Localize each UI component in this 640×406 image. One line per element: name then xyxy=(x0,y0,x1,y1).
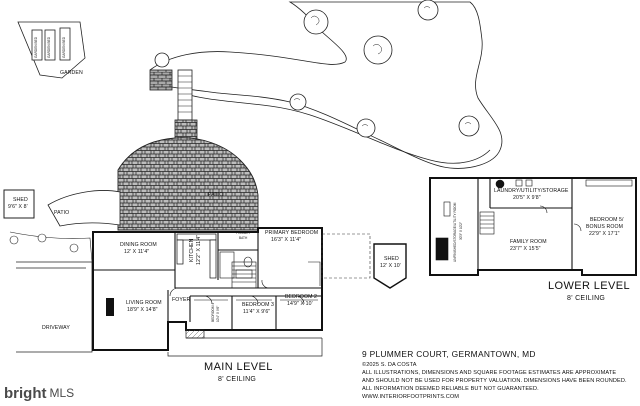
main-level-ceiling: 8' CEILING xyxy=(218,376,257,383)
copyright-line: ©2025 S. DA COSTA xyxy=(362,362,417,368)
lower-level-interior xyxy=(477,178,573,270)
shrub-icon xyxy=(9,233,79,253)
room-primary-bed-name: PRIMARY BEDROOM xyxy=(265,230,319,236)
garden-bed-label: GARDEN BED xyxy=(34,36,38,58)
right-shed xyxy=(373,243,407,289)
stone-patio xyxy=(117,137,259,231)
room-primary-bed-size: 16'3" X 11'4" xyxy=(271,237,302,243)
watermark-text: bright xyxy=(4,384,47,402)
door-swings xyxy=(169,279,305,305)
room-living-size: 18'9" X 14'8" xyxy=(127,307,158,313)
room-bed2-size: 14'9" X 10' xyxy=(287,301,313,307)
tree-icon xyxy=(154,0,480,138)
room-unfinished-name: UNFINISHED/STORAGE/UTILITY ROOM xyxy=(453,202,457,262)
room-foyer-name: FOYER xyxy=(172,297,191,303)
room-kitchen-name: KITCHEN xyxy=(189,238,195,262)
small-shed-size: 9'6" X 8' xyxy=(8,204,28,210)
room-bed4-size: 10'4" X 9'6" xyxy=(216,305,220,322)
driveway-label: DRIVEWAY xyxy=(42,325,70,331)
right-shed-label: SHED xyxy=(384,256,399,262)
website-line: WWW.INTERIORFOOTPRINTS.COM xyxy=(362,394,460,400)
watermark-text-mls: MLS xyxy=(49,386,75,400)
fireplace-icon xyxy=(106,298,114,316)
room-kitchen-size: 12'2" X 11'4" xyxy=(196,234,202,265)
garden-bed-label: GARDEN BED xyxy=(62,36,66,58)
room-laundry-size: 20'5" X 9'8" xyxy=(513,195,541,201)
room-dining-name: DINING ROOM xyxy=(120,242,157,248)
kitchen-counters xyxy=(176,233,217,279)
small-shed-label: SHED xyxy=(13,197,28,203)
room-bed4-name: BEDROOM 4 xyxy=(211,302,215,322)
garden-bed-label: GARDEN BED xyxy=(47,36,51,58)
room-family-name: FAMILY ROOM xyxy=(510,239,547,245)
front-walkway xyxy=(167,329,323,357)
room-bed3-name: BEDROOM 3 xyxy=(242,302,275,308)
small-shed xyxy=(3,189,35,219)
lower-level-fixtures xyxy=(435,179,633,261)
room-bed3-size: 11'4" X 9'6" xyxy=(243,309,271,315)
interior-stairs xyxy=(231,261,257,289)
address-line: 9 PLUMMER COURT, GERMANTOWN, MD xyxy=(362,349,536,359)
garden-label: GARDEN xyxy=(60,70,83,76)
patio-label: PATIO xyxy=(208,192,224,198)
room-bed5-name2: BONUS ROOM xyxy=(586,224,624,230)
room-unfinished-size: 30'3" X 10'2" xyxy=(459,221,463,240)
main-level-title: MAIN LEVEL xyxy=(204,361,273,373)
driveway xyxy=(16,261,93,353)
disclaimer-line-2: AND SHOULD NOT BE USED FOR PROPERTY VALU… xyxy=(362,378,627,384)
lower-level-title: LOWER LEVEL xyxy=(548,280,631,292)
dashed-area xyxy=(321,233,371,279)
room-bed5-size: 22'9" X 17'1" xyxy=(589,231,620,237)
room-primary-bath-size: BATH xyxy=(239,236,248,240)
side-patio xyxy=(47,190,121,227)
lower-level-ceiling: 8' CEILING xyxy=(567,295,606,302)
disclaimer-line-3: ALL INFORMATION DEEMED RELIABLE BUT NOT … xyxy=(362,386,539,392)
room-family-size: 23'7" X 15'5" xyxy=(510,246,541,252)
room-dining-size: 12' X 11'4" xyxy=(124,249,150,255)
room-bed2-name: BEDROOM 2 xyxy=(285,294,318,300)
garden-area xyxy=(17,21,86,79)
main-level-interior xyxy=(93,228,322,330)
room-primary-bath-name: PRIMARY xyxy=(236,231,251,235)
lawn-edge xyxy=(9,231,93,263)
right-shed-size: 12' X 10' xyxy=(380,263,401,269)
room-bed5-name: BEDROOM 5/ xyxy=(590,217,624,223)
side-patio-label: PATIO xyxy=(54,210,70,216)
room-living-name: LIVING ROOM xyxy=(126,300,162,306)
room-laundry-name: LAUNDRY/UTILITY/STORAGE xyxy=(494,188,569,194)
disclaimer-line-1: ALL ILLUSTRATIONS, DIMENSIONS AND SQUARE… xyxy=(362,370,617,376)
lower-level-walls xyxy=(429,177,637,276)
